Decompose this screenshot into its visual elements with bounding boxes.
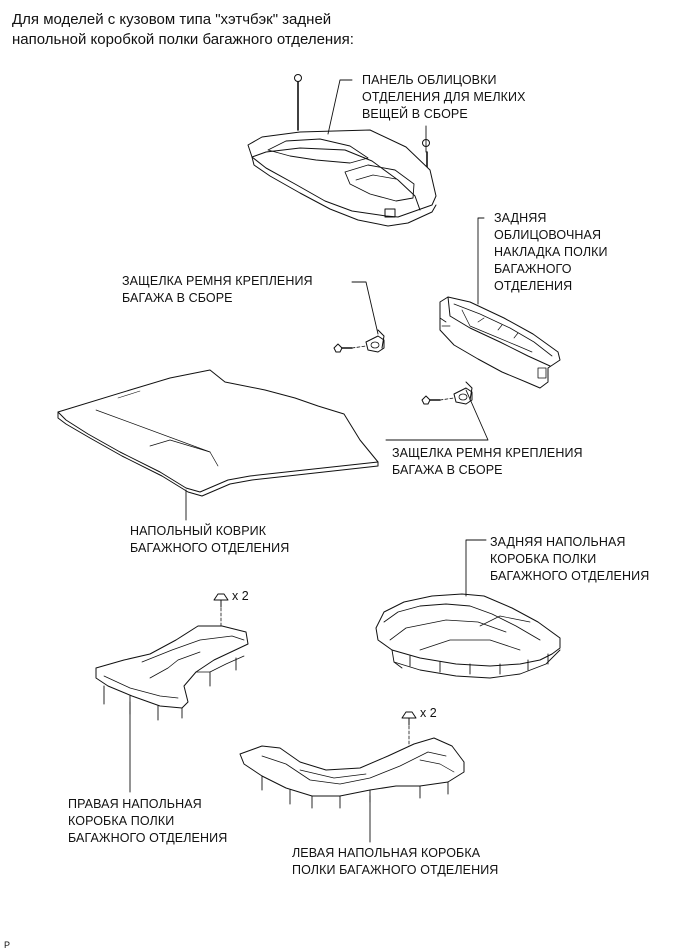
label-line: НАКЛАДКА ПОЛКИ [494,245,608,259]
label-line: БАГАЖА В СБОРЕ [122,291,233,305]
label-left-floor-box: ЛЕВАЯ НАПОЛЬНАЯ КОРОБКА ПОЛКИ БАГАЖНОГО … [292,845,498,879]
label-line: ПРАВАЯ НАПОЛЬНАЯ [68,797,202,811]
label-deck-trim-panel: ПАНЕЛЬ ОБЛИЦОВКИ ОТДЕЛЕНИЯ ДЛЯ МЕЛКИХ ВЕ… [362,72,526,123]
label-line: ЗАЩЕЛКА РЕМНЯ КРЕПЛЕНИЯ [392,446,583,460]
heading-line-1: Для моделей с кузовом типа "хэтчбэк" зад… [12,11,332,28]
deck-trim-panel-drawing [248,75,436,227]
diagram-heading: Для моделей с кузовом типа "хэтчбэк" зад… [12,10,354,50]
label-belt-striker-2: ЗАЩЕЛКА РЕМНЯ КРЕПЛЕНИЯ БАГАЖА В СБОРЕ [392,445,583,479]
label-floor-mat: НАПОЛЬНЫЙ КОВРИК БАГАЖНОГО ОТДЕЛЕНИЯ [130,523,289,557]
quantity-clip-left: x 2 [420,706,437,720]
label-line: БАГАЖНОГО ОТДЕЛЕНИЯ [490,569,650,583]
label-line: ЗАДНЯЯ НАПОЛЬНАЯ [490,535,626,549]
quantity-clip-right: x 2 [232,589,249,603]
label-line: ВЕЩЕЙ В СБОРЕ [362,107,468,121]
label-rear-floor-box: ЗАДНЯЯ НАПОЛЬНАЯ КОРОБКА ПОЛКИ БАГАЖНОГО… [490,534,649,585]
label-belt-striker-1: ЗАЩЕЛКА РЕМНЯ КРЕПЛЕНИЯ БАГАЖА В СБОРЕ [122,273,313,307]
label-line: ЗАЩЕЛКА РЕМНЯ КРЕПЛЕНИЯ [122,274,313,288]
label-line: ЛЕВАЯ НАПОЛЬНАЯ КОРОБКА [292,846,481,860]
right-floor-box-drawing [96,594,248,792]
left-floor-box-drawing [240,712,464,842]
label-line: БАГАЖНОГО ОТДЕЛЕНИЯ [68,831,228,845]
label-line: БАГАЖНОГО ОТДЕЛЕНИЯ [130,541,290,555]
label-line: КОРОБКА ПОЛКИ [68,814,175,828]
rear-floor-box-drawing [376,540,560,678]
label-line: ОТДЕЛЕНИЯ ДЛЯ МЕЛКИХ [362,90,526,104]
floor-mat-drawing [58,370,378,520]
label-line: ОБЛИЦОВОЧНАЯ [494,228,602,242]
label-right-floor-box: ПРАВАЯ НАПОЛЬНАЯ КОРОБКА ПОЛКИ БАГАЖНОГО… [68,796,227,847]
heading-line-2: напольной коробкой полки багажного отдел… [12,31,354,48]
belt-striker-2-drawing [386,382,488,440]
belt-striker-1-drawing [334,282,384,352]
label-line: ЗАДНЯЯ [494,211,547,225]
label-line: БАГАЖНОГО [494,262,572,276]
label-line: НАПОЛЬНЫЙ КОВРИК [130,524,267,538]
label-line: КОРОБКА ПОЛКИ [490,552,597,566]
label-line: БАГАЖА В СБОРЕ [392,463,503,477]
label-line: ПОЛКИ БАГАЖНОГО ОТДЕЛЕНИЯ [292,863,499,877]
label-rear-shelf-trim: ЗАДНЯЯ ОБЛИЦОВОЧНАЯ НАКЛАДКА ПОЛКИ БАГАЖ… [494,210,608,295]
label-line: ПАНЕЛЬ ОБЛИЦОВКИ [362,73,497,87]
corner-mark: P [4,940,11,950]
label-line: ОТДЕЛЕНИЯ [494,279,573,293]
rear-shelf-trim-drawing [440,218,560,388]
